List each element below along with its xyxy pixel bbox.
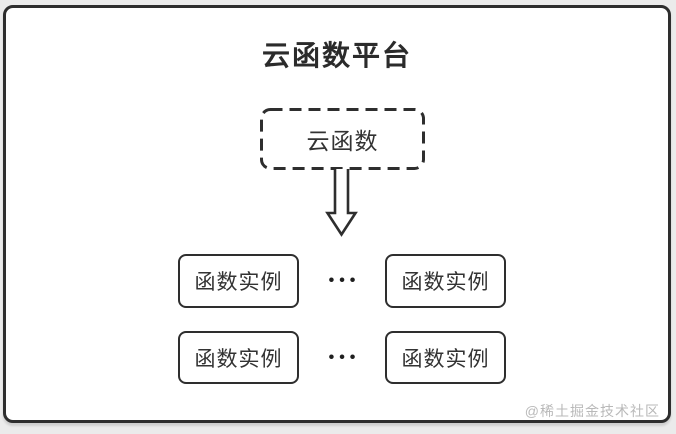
function-instance-label: 函数实例 [194,271,283,294]
cloud-function-label: 云函数 [306,128,379,154]
cloud-platform-panel: 云函数平台 云函数 函数实例 ••• 函数实例 函数实例 ••• 函数实例 @稀… [3,5,671,423]
instance-row-2: 函数实例 ••• 函数实例 [178,331,506,384]
function-instance-label: 函数实例 [401,347,490,371]
function-instance-label: 函数实例 [401,271,490,294]
watermark: @稀土掘金技术社区 [524,403,660,419]
ellipsis: ••• [328,348,361,366]
down-arrow-icon [325,169,358,237]
cloud-function-box: 云函数 [260,108,425,170]
instance-row-1: 函数实例 ••• 函数实例 [178,254,506,308]
ellipsis: ••• [328,272,361,289]
function-instance-box: 函数实例 [385,331,506,384]
dashed-border [260,108,425,170]
function-instance-box: 函数实例 [385,254,506,308]
function-instance-box: 函数实例 [178,331,299,384]
function-instance-box: 函数实例 [178,254,299,308]
platform-title: 云函数平台 [261,40,412,71]
function-instance-label: 函数实例 [194,347,283,371]
